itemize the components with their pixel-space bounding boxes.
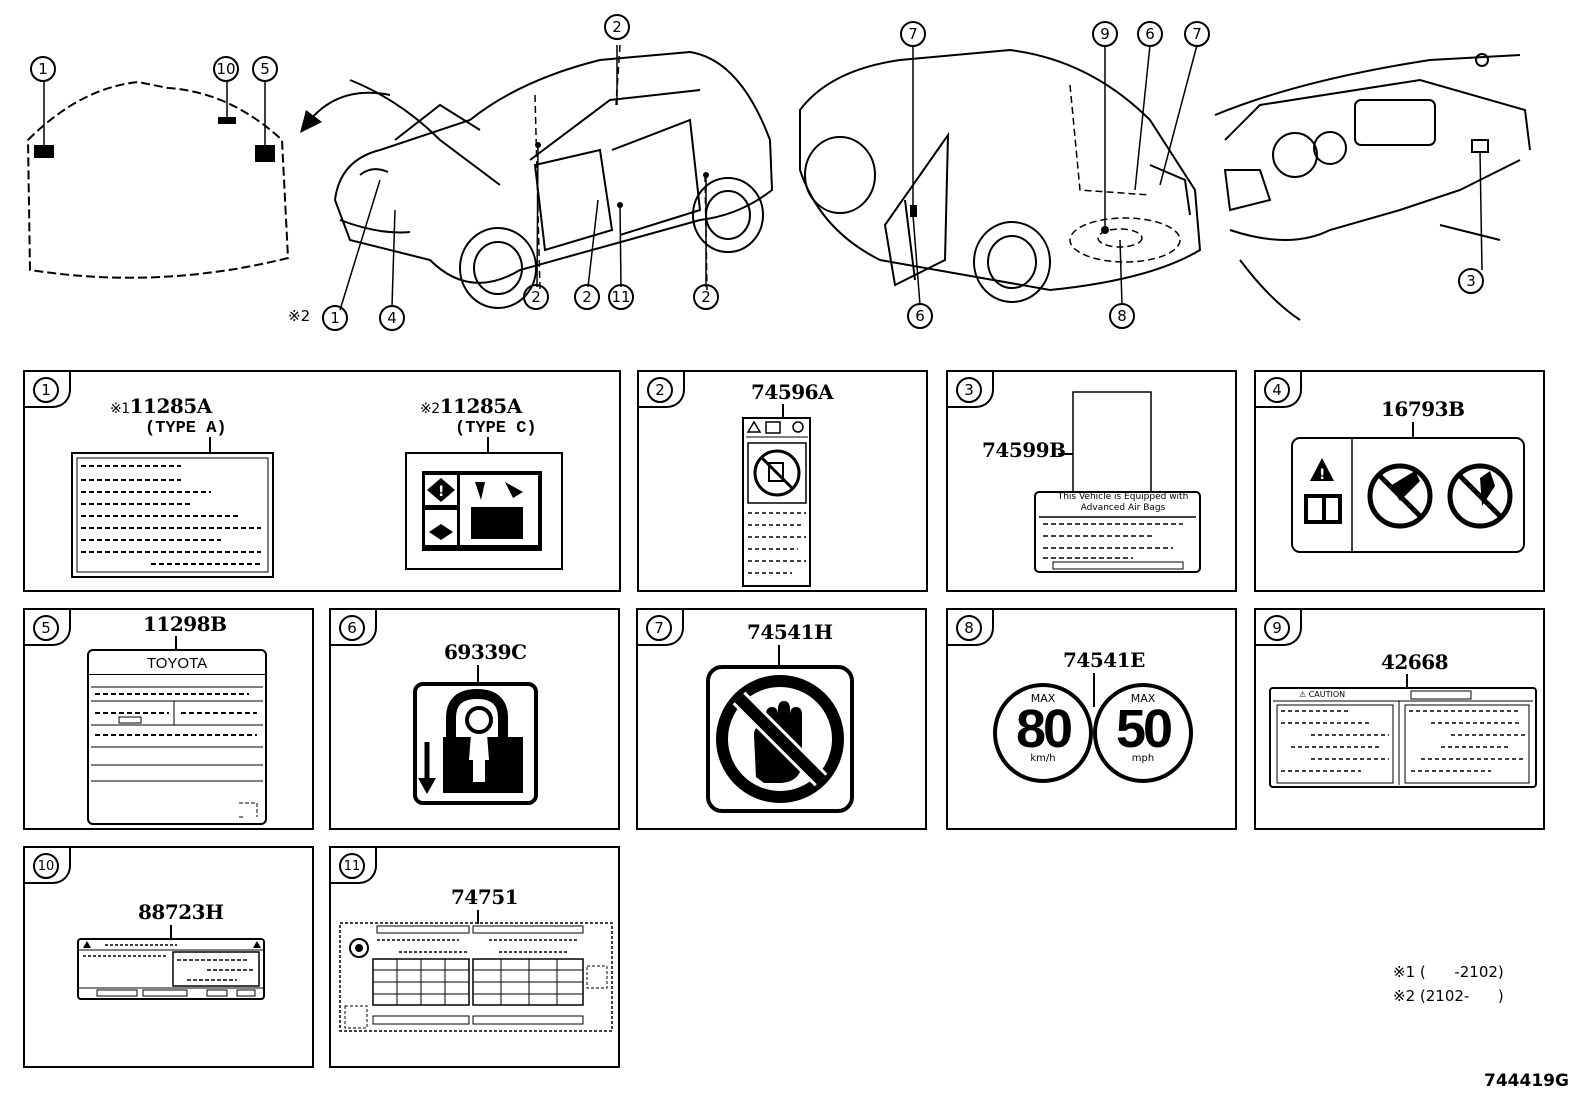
footnote-1: ※1 ( -2102) [1393,963,1504,981]
front-car-callout-2-b: 2 [574,284,600,310]
panel-1-number: 1 [33,377,59,403]
panel-3: 3 74599B This Vehicle is Equipped with A… [946,370,1237,592]
rear-car-drawing [799,44,1202,306]
rear-car-callout-6-top: 6 [1137,21,1163,47]
speed-sign-50: MAX 50 mph [1093,683,1193,783]
panel-9-caution: ⚠ CAUTION [1299,690,1346,699]
rear-car-callout-7-right: 7 [1184,21,1210,47]
label-74596a-drawing [742,417,811,587]
front-car-callout-1: 1 [322,305,348,331]
panel-9: 9 42668 ⚠ CAUTION [1254,608,1545,830]
panel-8-number: 8 [956,615,982,641]
front-car-note-mark: ※2 [288,307,311,325]
panel-3-number: 3 [956,377,982,403]
front-car-callout-2-top: 2 [604,14,630,40]
footnote-2: ※2 (2102- ) [1393,987,1504,1005]
hood-callout-1: 1 [30,56,56,82]
front-car-callout-2-a: 2 [523,284,549,310]
speed-sign-80-max: MAX [1030,692,1056,705]
panel-2-number: 2 [647,377,673,403]
hood-callout-5: 5 [252,56,278,82]
svg-text:!: ! [438,484,444,500]
panel-1: 1 ※111285A (TYPE A) ※211285A (TYPE C) ! [23,370,621,592]
speed-sign-50-max: MAX [1130,692,1156,705]
front-car-callout-2-c: 2 [693,284,719,310]
panel-2-partno: 74596A [751,380,834,404]
label-16793b-drawing: ! [1291,437,1525,553]
label-11285a-type-a-drawing [71,452,274,578]
speed-sign-80-value: 80 [1015,699,1073,759]
panel-10: 10 88723H [23,846,314,1068]
panel-1-label-c-partno: ※211285A [420,394,522,418]
dash-callout-3: 3 [1458,268,1484,294]
label-11298b: TOYOTA [87,649,267,825]
panel-11-number: 11 [339,853,365,879]
hood-callout-10: 10 [213,56,239,82]
panel-10-partno: 88723H [138,900,224,924]
panel-6-number: 6 [339,615,365,641]
front-car-drawing [333,44,774,311]
panel-11: 11 74751 [329,846,620,1068]
rear-car-callout-8: 8 [1109,303,1135,329]
panel-5-number: 5 [33,615,59,641]
front-car-callout-11: 11 [608,284,634,310]
speed-sign-50-value: 50 [1115,699,1173,759]
label-88723h-drawing [77,938,265,1000]
panel-8: 8 74541E MAX 80 km/h MAX 50 mph [946,608,1237,830]
svg-text:!: ! [1319,467,1325,483]
panel-3-airbag-line1: This Vehicle is Equipped with [1057,492,1189,502]
panel-1-label-a-partno: ※111285A [110,394,212,418]
speed-sign-80-unit: km/h [1030,753,1056,764]
panel-9-caution-text: CAUTION [1308,690,1346,699]
panel-3-airbag-text: This Vehicle is Equipped with Advanced A… [1044,492,1202,514]
front-car-callout-4: 4 [379,305,405,331]
panel-5-partno: 11298B [143,612,227,636]
dashboard-drawing [1214,53,1531,321]
label-11285a-type-c-drawing: ! [405,452,563,570]
panel-9-number: 9 [1264,615,1290,641]
panel-7-number: 7 [646,615,672,641]
panel-7: 7 74541H [636,608,927,830]
diagram-reference: 744419G [1484,1071,1569,1091]
panel-3-airbag-line2: Advanced Air Bags [1080,503,1166,513]
panel-5-brand: TOYOTA [89,651,265,675]
panel-6-partno: 69339C [444,640,527,664]
panel-1-label-a-mark: ※1 [110,401,130,417]
panel-4-partno: 16793B [1381,397,1465,421]
panel-3-partno: 74599B [982,438,1066,462]
panel-10-number: 10 [33,853,59,879]
speed-sign-50-unit: mph [1131,753,1155,764]
child-lock-icon [413,682,538,805]
panel-6: 6 69339C [329,608,620,830]
panel-1-label-c-type: (TYPE C) [455,419,537,438]
label-42668-body [1273,690,1533,785]
panel-1-label-a-type: (TYPE A) [145,419,227,438]
label-42668: ⚠ CAUTION [1269,687,1537,788]
panel-8-partno: 74541E [1063,648,1145,672]
panel-2: 2 74596A [637,370,928,592]
panel-1-label-c-mark: ※2 [420,401,440,417]
no-hand-icon [706,665,854,813]
label-11298b-body [91,686,263,818]
footnotes: ※1 ( -2102) ※2 (2102- ) [1393,960,1504,1008]
panel-7-partno: 74541H [747,620,833,644]
speed-sign-80: MAX 80 km/h [993,683,1093,783]
panel-4: 4 16793B ! [1254,370,1545,592]
panel-4-number: 4 [1264,377,1290,403]
rear-car-callout-9: 9 [1092,21,1118,47]
rear-car-callout-7-left: 7 [900,21,926,47]
label-74599b-drawing [1034,391,1201,573]
rear-car-callout-6-bottom: 6 [907,303,933,329]
label-74751-drawing [339,922,613,1032]
panel-5: 5 11298B TOYOTA [23,608,314,830]
panel-9-partno: 42668 [1381,650,1449,674]
hood-drawing [26,80,391,279]
panel-11-partno: 74751 [451,885,519,909]
